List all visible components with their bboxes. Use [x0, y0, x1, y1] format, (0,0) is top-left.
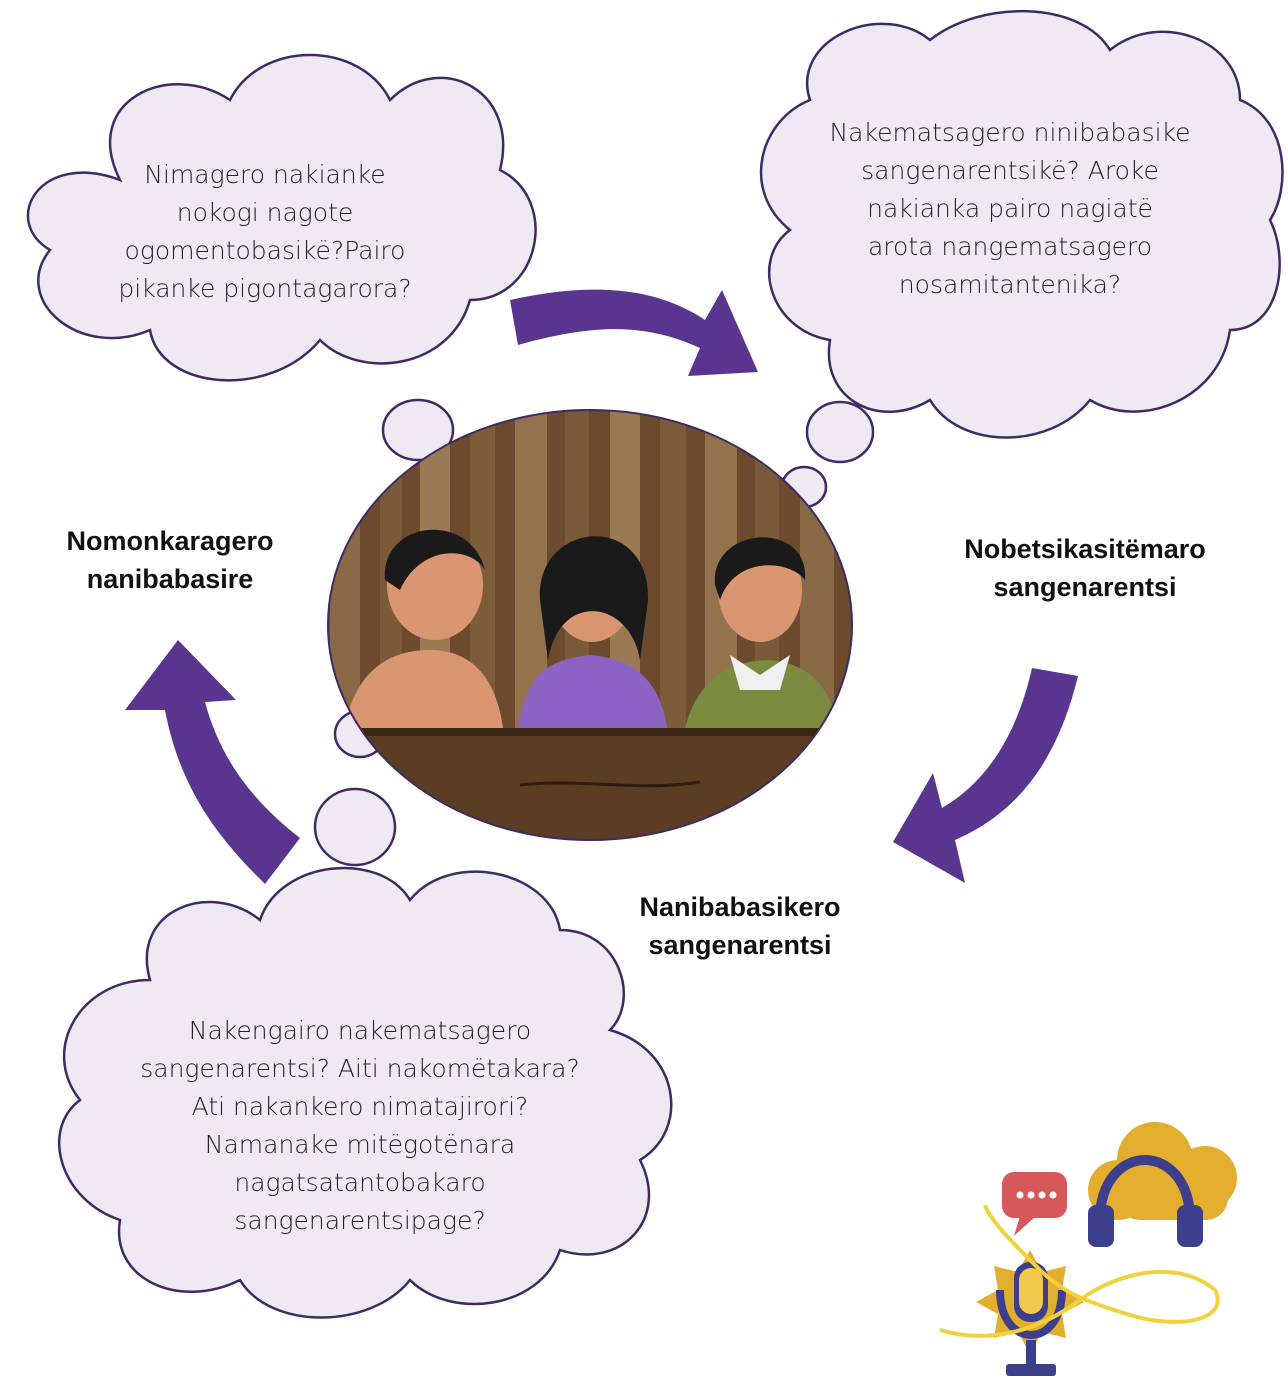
- cloud-line: sangenarentsi? Aiti nakomëtakara?: [140, 1054, 580, 1083]
- cloud-line: sangenarentsipage?: [234, 1206, 486, 1235]
- cloud-icon: [1088, 1122, 1237, 1220]
- cloud-line: ogomentobasikë?Pairo: [124, 236, 406, 265]
- cloud-line: Nakengairo nakematsagero: [188, 1016, 532, 1045]
- cloud-line: Namanake mitëgotënara: [204, 1130, 516, 1159]
- cloud-line: Ati nakankero nimatajirori?: [191, 1092, 529, 1121]
- headphones-icon: [1088, 1155, 1203, 1247]
- cloud-text-top-right: Nakematsagero ninibabasike sangenarentsi…: [770, 114, 1250, 304]
- cloud-line: Nimagero nakianke: [144, 160, 386, 189]
- thought-cloud-bottom-left: [57, 866, 673, 1319]
- cloud-line: sangenarentsikë? Aroke: [861, 156, 1159, 185]
- thought-cloud-top-right: [759, 9, 1284, 439]
- stage-label-bottom: Nanibabasikero sangenarentsi: [590, 888, 890, 964]
- cloud-line: Nakematsagero ninibabasike: [829, 118, 1191, 147]
- audio-icon-group: [939, 1122, 1237, 1376]
- label-line: nanibabasire: [86, 564, 254, 594]
- label-line: Nanibabasikero: [639, 892, 841, 922]
- sound-wave-line: [939, 1204, 1220, 1338]
- cycle-arrow-right: [893, 668, 1078, 883]
- label-line: sangenarentsi: [993, 572, 1177, 602]
- cloud-line: nokogi nagote: [176, 198, 354, 227]
- cloud-line: nosamitantenika?: [898, 270, 1122, 299]
- cycle-arrow-left: [125, 640, 300, 884]
- cloud-line: nagatsatantobakaro: [234, 1168, 486, 1197]
- cloud-line: nakianka pairo nagiatë: [867, 194, 1153, 223]
- cloud-line: pikanke pigontagarora?: [118, 274, 412, 303]
- stage-label-right: Nobetsikasitëmaro sangenarentsi: [915, 530, 1255, 606]
- cycle-arrow-top: [510, 289, 758, 376]
- cloud-line: arota nangematsagero: [867, 232, 1153, 261]
- label-line: Nomonkaragero: [66, 526, 274, 556]
- children-illustration: [328, 410, 852, 840]
- thought-cloud-top-left: [26, 53, 537, 382]
- speech-bubble-icon: [1002, 1172, 1067, 1236]
- microphone-icon: [976, 1250, 1084, 1376]
- cloud-text-bottom-left: Nakengairo nakematsagero sangenarentsi? …: [70, 1012, 650, 1240]
- label-line: Nobetsikasitëmaro: [964, 534, 1206, 564]
- stage-label-left: Nomonkaragero nanibabasire: [20, 522, 320, 598]
- cloud-text-top-left: Nimagero nakianke nokogi nagote ogomento…: [40, 156, 490, 308]
- label-line: sangenarentsi: [648, 930, 832, 960]
